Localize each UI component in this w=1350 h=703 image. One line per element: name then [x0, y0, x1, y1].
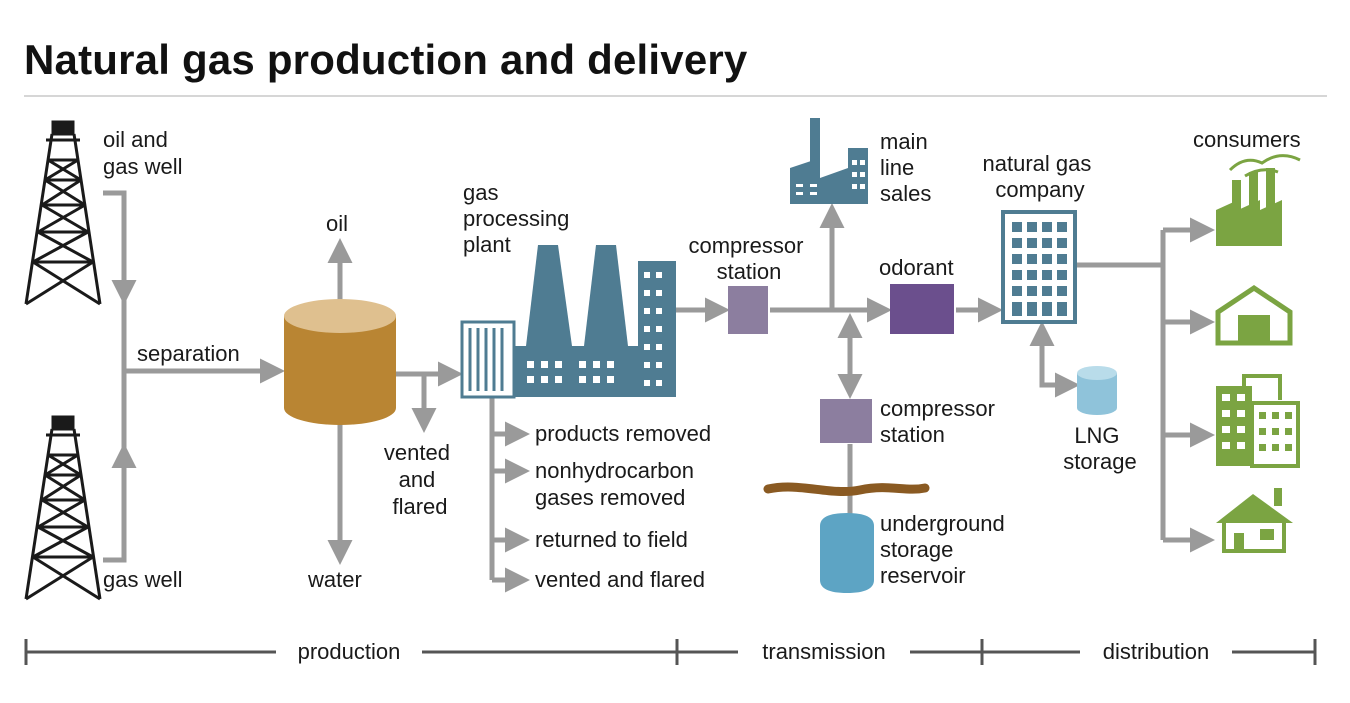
main-line-sales-label: main line sales — [880, 129, 934, 206]
commercial-warehouse-icon — [1215, 284, 1293, 346]
industrial-consumer-icon — [1216, 154, 1301, 246]
natural-gas-company-label: natural gas company — [983, 151, 1098, 202]
compressor-station-2-icon — [820, 399, 872, 443]
residential-house-icon — [1216, 488, 1293, 553]
vented-and-flared-byproduct-label: vented and flared — [535, 567, 705, 592]
lng-storage-label: LNG storage — [1063, 423, 1136, 474]
well-collector-line — [103, 190, 127, 563]
processing-plant-icon — [460, 245, 676, 399]
distribution-stage-label: distribution — [1103, 639, 1209, 664]
products-removed-label: products removed — [535, 421, 711, 446]
transmission-stage-label: transmission — [762, 639, 885, 664]
storage-reservoir-icon — [820, 513, 874, 593]
flow-lines — [103, 190, 1215, 593]
compressor-station-1-label: compressor station — [688, 233, 809, 284]
production-stage-label: production — [298, 639, 401, 664]
diagram-title: Natural gas production and delivery — [24, 36, 748, 83]
returned-to-field-label: returned to field — [535, 527, 688, 552]
oil-derrick-icon — [24, 120, 102, 306]
title-divider — [24, 95, 1327, 97]
lng-pipe — [1029, 321, 1080, 398]
odorant-icon — [890, 284, 954, 334]
lng-storage-icon — [1077, 366, 1117, 415]
water-label: water — [307, 567, 362, 592]
main-line-sales-factory-icon — [790, 118, 868, 204]
stage-timeline — [24, 639, 1317, 665]
company-building-icon — [1001, 210, 1077, 324]
gas-well-label: gas well — [103, 567, 182, 592]
gas-processing-plant-label: gas processing plant — [463, 180, 576, 257]
separation-label: separation — [137, 341, 240, 366]
oil-and-gas-well-label: oil and gas well — [103, 127, 182, 179]
nonhydrocarbon-label: nonhydrocarbon gases removed — [535, 458, 700, 510]
earth-layer — [763, 482, 930, 497]
compressor-station-1-icon — [728, 286, 768, 334]
odorant-label: odorant — [879, 255, 954, 280]
office-building-consumer-icon — [1216, 374, 1300, 468]
vented-and-flared-label: vented and flared — [384, 440, 456, 519]
underground-storage-label: underground storage reservoir — [880, 511, 1011, 588]
gas-derrick-icon — [24, 415, 102, 601]
oil-label: oil — [326, 211, 348, 236]
compressor-station-2-label: compressor station — [880, 396, 1001, 447]
separator-tank-icon — [284, 299, 396, 425]
consumers-label: consumers — [1193, 127, 1301, 152]
